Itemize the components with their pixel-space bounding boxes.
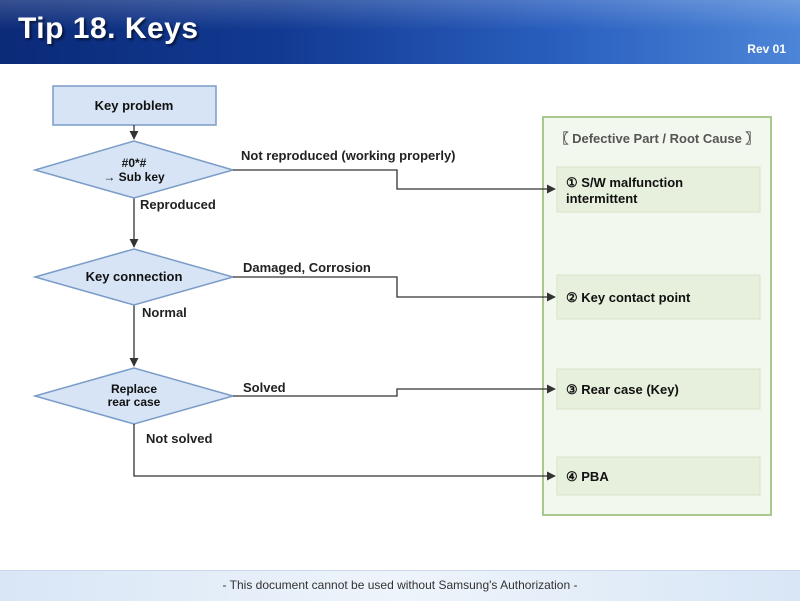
cause-box-2 [556, 274, 761, 320]
cause-1-line2: intermittent [566, 191, 638, 206]
label-solved: Solved [243, 380, 286, 395]
footer-bar: - This document cannot be used without S… [0, 570, 800, 601]
cause-3-label: ③ Rear case (Key) [566, 382, 679, 397]
header-shine [0, 0, 800, 30]
decision-3-line2: rear case [108, 395, 161, 409]
decision-2-label: Key connection [86, 269, 183, 284]
decision-1-line1: #0*# [122, 156, 147, 170]
decision-1-line2: → Sub key [103, 170, 165, 184]
cause-box-1 [556, 166, 761, 213]
branch-damaged [233, 276, 556, 302]
label-reproduced: Reproduced [140, 197, 216, 212]
branch-not-reproduced [233, 169, 556, 194]
cause-box-3 [556, 368, 761, 410]
cause-1-line1: ① S/W malfunction [566, 175, 683, 190]
page-title: Tip 18. Keys [18, 12, 199, 45]
label-damaged: Damaged, Corrosion [243, 260, 371, 275]
revision-label: Rev 01 [747, 42, 786, 56]
footer-notice: - This document cannot be used without S… [222, 578, 578, 592]
branch-solved [233, 384, 556, 397]
header-bar: Tip 18. Keys Rev 01 [0, 0, 800, 64]
cause-4-label: ④ PBA [566, 469, 609, 484]
decision-3-line1: Replace [111, 382, 157, 396]
label-not-solved: Not solved [146, 431, 213, 446]
start-box-label: Key problem [95, 98, 174, 113]
cause-box-4 [556, 456, 761, 496]
branch-not-solved [133, 424, 556, 481]
label-not-reproduced: Not reproduced (working properly) [241, 148, 456, 163]
label-normal: Normal [142, 305, 187, 320]
panel-title: 〖 Defective Part / Root Cause 〗 [556, 131, 759, 146]
cause-2-label: ② Key contact point [566, 290, 691, 305]
